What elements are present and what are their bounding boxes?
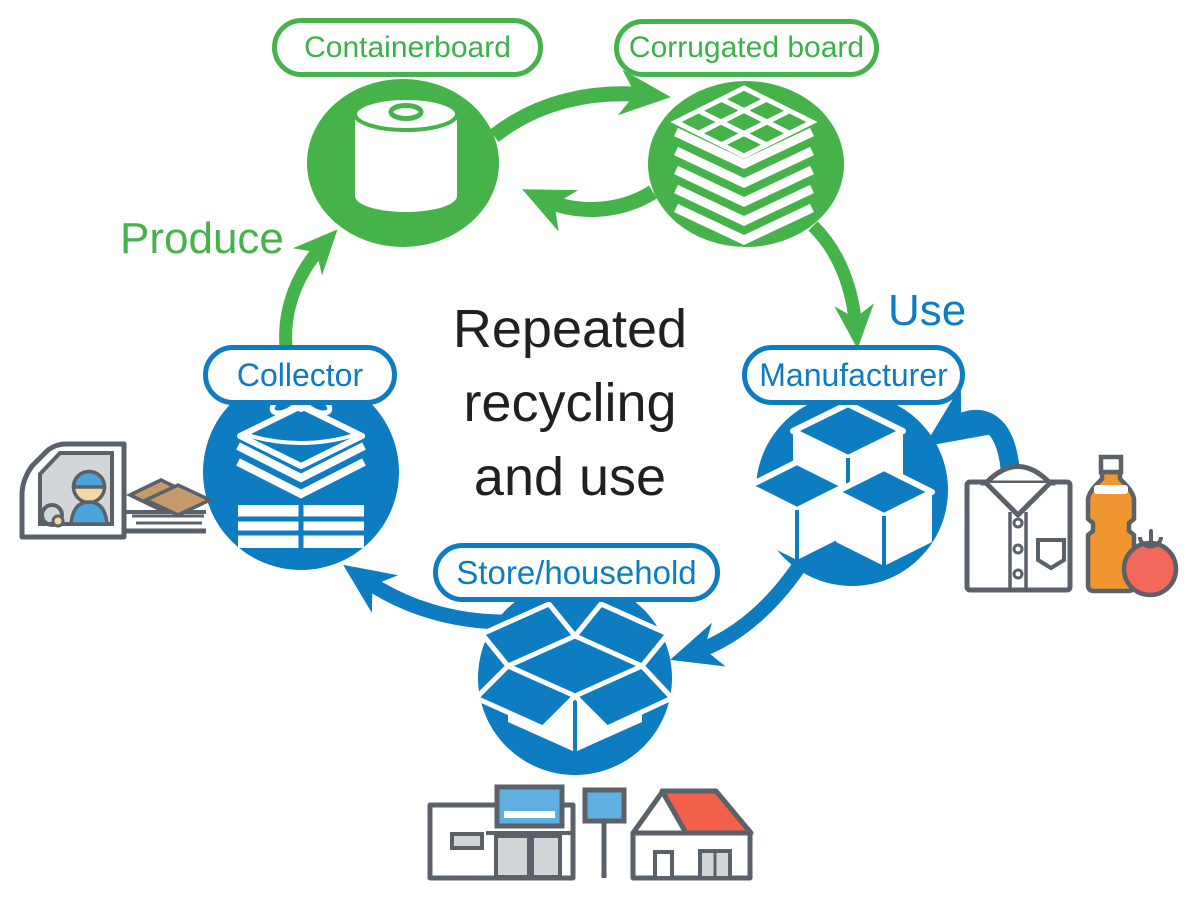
center-caption-line1: Repeated — [452, 299, 688, 359]
produce-arrow — [279, 229, 338, 348]
collector-label: Collector — [236, 356, 364, 393]
goods-to-manufacturer-arrow — [924, 385, 1020, 470]
produce-label: Produce — [120, 214, 284, 263]
use-label: Use — [888, 286, 967, 335]
node-pill-containerboard: Containerboard — [272, 18, 543, 77]
store-sign — [494, 784, 565, 829]
containerboard-label: Containerboard — [304, 30, 511, 64]
manufacturer-to-store-arrow — [670, 551, 813, 667]
store-to-collector-arrow — [343, 564, 506, 630]
open-box-icon — [473, 601, 675, 752]
store-building-icon — [427, 784, 576, 881]
node-pill-corrugated-board: Corrugated board — [614, 19, 879, 77]
center-caption-line3: and use — [473, 447, 667, 507]
house-roof — [659, 788, 754, 836]
paper-roll-icon — [353, 96, 459, 212]
node-pill-manufacturer: Manufacturer — [742, 345, 965, 405]
node-pill-collector: Collector — [203, 345, 397, 405]
collected-cardboard-icon — [125, 478, 215, 525]
store-household-label: Store/household — [456, 553, 697, 591]
driver-body — [69, 500, 109, 526]
cycle-arrows — [279, 69, 1020, 667]
house-icon — [630, 788, 754, 881]
apple-icon — [1121, 529, 1179, 598]
shirt-icon — [964, 464, 1073, 593]
sign-post-icon — [582, 787, 627, 878]
center-caption: Repeated recycling and use — [350, 292, 790, 514]
containerboard-to-corrugated-arrow — [489, 69, 671, 142]
node-pill-store-household: Store/household — [433, 543, 720, 602]
driver-cap — [71, 469, 107, 489]
bottle-icon — [1085, 454, 1137, 594]
use-arrow — [808, 221, 874, 349]
manufacturer-label: Manufacturer — [759, 356, 948, 393]
center-caption-line2: recycling — [463, 373, 677, 433]
corrugated-board-label: Corrugated board — [628, 31, 865, 64]
corrugated-to-containerboard-arrow — [522, 185, 657, 232]
truck-driver-icon — [19, 441, 206, 540]
corrugated-sheets-icon — [670, 85, 818, 245]
packed-boxes-icon — [746, 401, 935, 566]
